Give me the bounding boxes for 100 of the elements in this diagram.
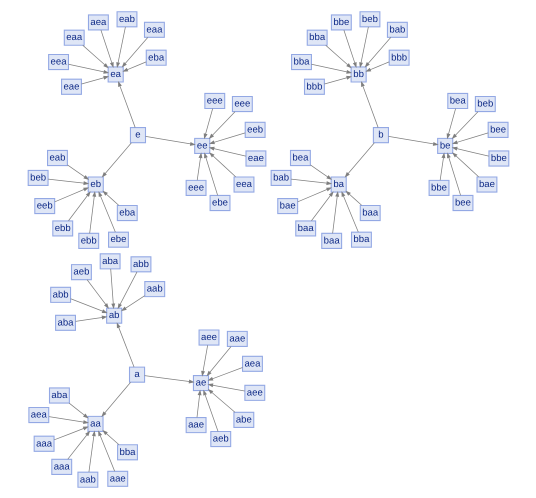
node-box: aea: [87, 14, 108, 30]
arrow: [82, 44, 108, 68]
arrow: [200, 344, 208, 376]
node-box: ae: [192, 374, 209, 391]
node-box: eab: [116, 10, 137, 27]
node-box: aee: [244, 384, 265, 400]
node-box: bbb: [388, 49, 410, 66]
node-box: aba: [99, 252, 120, 269]
arrow: [203, 108, 213, 139]
node-box: a: [128, 366, 145, 382]
arrow: [102, 190, 119, 206]
node-box: bba: [116, 444, 138, 460]
node-box: eeb: [34, 198, 55, 214]
arrow: [446, 152, 460, 196]
node-box: baa: [359, 204, 380, 221]
node-box: ebe: [108, 231, 128, 248]
node-box: eaa: [143, 21, 164, 38]
arrow: [47, 178, 89, 185]
node-box: beb: [27, 169, 48, 186]
node-box: aaa: [33, 435, 54, 452]
node-box: b: [372, 126, 388, 143]
arrow: [358, 26, 368, 68]
arrow: [120, 294, 145, 311]
node-box: bbb: [303, 78, 324, 94]
arrow: [68, 63, 109, 74]
node-box: bab: [386, 21, 408, 38]
arrow: [446, 108, 456, 139]
node-box: abb: [50, 286, 71, 302]
node-box: aea: [241, 355, 262, 372]
node-box: eaa: [63, 29, 84, 46]
node-box: eea: [48, 53, 69, 70]
node-box: bbe: [488, 150, 509, 166]
arrow: [202, 389, 218, 432]
arrow: [364, 36, 391, 68]
node-box: aba: [48, 386, 70, 404]
arrow: [310, 164, 332, 180]
arrow: [101, 142, 132, 178]
arrow: [296, 186, 332, 202]
arrow: [86, 278, 108, 308]
node-box: aeb: [70, 264, 92, 280]
node-box: aaa: [50, 458, 72, 474]
node-box: abb: [130, 256, 151, 272]
node-box: aa: [86, 415, 104, 432]
arrow: [451, 110, 478, 139]
arrow: [344, 142, 374, 178]
arrow: [388, 136, 438, 146]
arrow: [206, 366, 242, 380]
node-box: bb: [350, 66, 366, 82]
arrow: [364, 61, 390, 72]
node-box: e: [129, 126, 146, 143]
node-box: bea: [446, 92, 468, 109]
node-box: aae: [226, 330, 248, 346]
arrow: [98, 430, 115, 472]
arrow: [206, 382, 245, 391]
node-box: eae: [60, 78, 82, 94]
arrow: [144, 136, 196, 146]
arrow: [53, 426, 88, 440]
arrow: [452, 152, 479, 177]
node-box: bbe: [428, 179, 449, 196]
arrow: [121, 36, 148, 68]
node-box: aeb: [210, 430, 231, 447]
arrow: [68, 190, 90, 221]
node-box: ebb: [52, 220, 73, 236]
node-box: eba: [116, 204, 138, 221]
arrow: [80, 75, 109, 84]
node-box: abe: [232, 411, 254, 428]
arrow: [204, 152, 218, 196]
arrow: [206, 346, 231, 376]
node-box: be: [436, 137, 453, 154]
node-box: eee: [185, 179, 206, 196]
arrow: [48, 416, 88, 424]
arrow: [324, 44, 352, 68]
node-box: bee: [452, 194, 473, 211]
node-box: baa: [294, 220, 316, 236]
arrow: [290, 178, 332, 185]
node-box: bba: [350, 231, 372, 248]
node-box: ebb: [78, 232, 99, 248]
arrow: [100, 29, 114, 68]
arrow: [116, 322, 134, 367]
arrow: [451, 146, 489, 156]
node-box: eba: [145, 49, 166, 66]
arrow: [66, 164, 89, 180]
arrow: [196, 152, 202, 180]
arrow: [88, 430, 96, 472]
arrow: [102, 429, 119, 444]
node-box: bae: [476, 176, 497, 192]
arrow: [98, 190, 116, 232]
arrow: [110, 268, 115, 309]
arrow: [451, 132, 488, 144]
node-box: ee: [194, 137, 210, 154]
arrow: [310, 190, 334, 221]
node-box: beb: [358, 10, 380, 27]
arrow: [74, 315, 107, 322]
node-box: eeb: [244, 121, 266, 138]
node-box: aba: [54, 314, 76, 330]
node-box: ebe: [209, 194, 230, 211]
node-box: eab: [46, 149, 68, 166]
arrow: [324, 75, 352, 84]
node-box: ab: [106, 307, 122, 324]
node-box: eee: [231, 95, 252, 112]
